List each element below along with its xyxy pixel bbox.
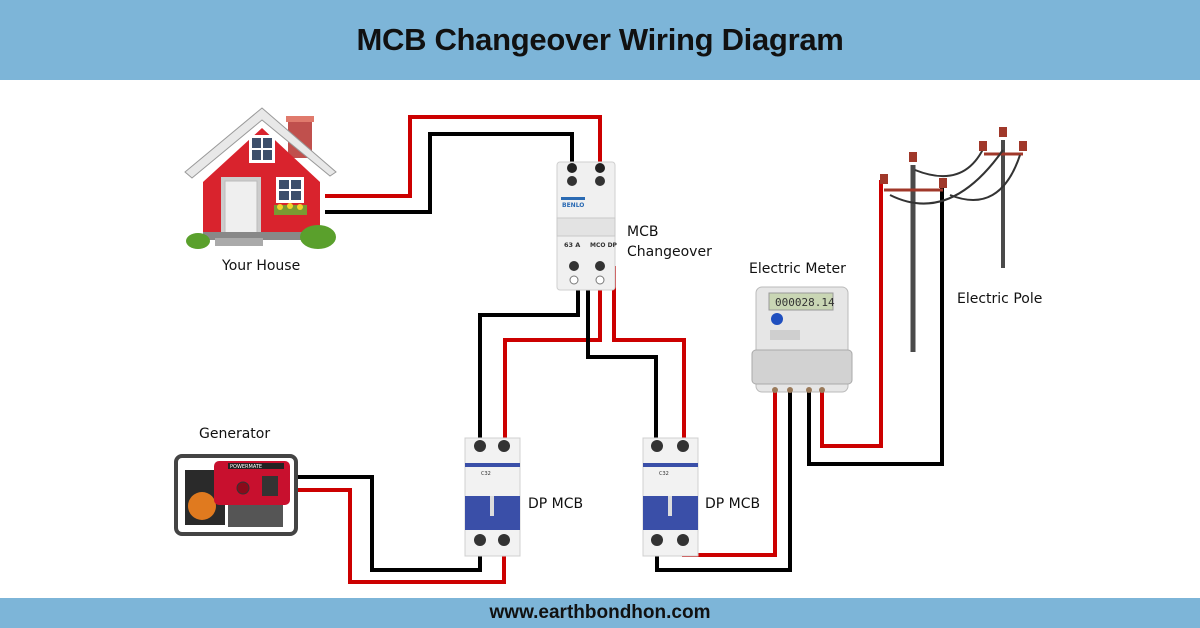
wire-changeover-left-live xyxy=(503,266,602,445)
pole-label: Electric Pole xyxy=(957,291,1042,307)
wire-meter-pole-neutral xyxy=(807,185,944,466)
wire-meter-pole-live xyxy=(820,180,883,448)
wire-generator-neutral xyxy=(296,475,482,572)
wire-changeover-left-neutral xyxy=(478,264,580,445)
electric-meter-device: 000028.14 xyxy=(751,286,853,393)
meter-reading: 000028.14 xyxy=(775,296,835,309)
house-label: Your House xyxy=(221,258,300,274)
mcb-right-rating: C32 xyxy=(659,471,669,477)
wire-generator-live xyxy=(296,488,506,584)
wire-mcb-meter-neutral xyxy=(655,380,792,572)
house-illustration xyxy=(184,107,337,249)
title-banner: MCB Changeover Wiring Diagram xyxy=(0,0,1200,80)
changeover-rating: 63 A xyxy=(564,241,580,249)
changeover-model: MCO DP xyxy=(590,242,618,249)
changeover-brand: BENLO xyxy=(562,202,584,209)
footer-banner: www.earthbondhon.com xyxy=(0,598,1200,628)
page-title: MCB Changeover Wiring Diagram xyxy=(356,22,844,57)
wire-changeover-right-live xyxy=(612,266,686,445)
website-link[interactable]: www.earthbondhon.com xyxy=(489,602,711,623)
mcb-right-label: DP MCB xyxy=(705,496,760,512)
generator-device: POWERMATE xyxy=(174,454,298,536)
dp-mcb-right-device: C32 xyxy=(642,437,699,557)
dp-mcb-left-device: C32 xyxy=(464,437,521,557)
changeover-label-line1: MCB xyxy=(627,224,658,240)
wire-house-neutral xyxy=(325,132,574,214)
electric-pole-illustration xyxy=(880,127,1027,352)
wire-house-live xyxy=(325,115,602,198)
meter-label: Electric Meter xyxy=(749,261,846,277)
wire-changeover-right-neutral xyxy=(586,266,658,445)
wires xyxy=(296,115,944,584)
mcb-changeover-device: BENLO 63 A MCO DP xyxy=(556,161,618,291)
changeover-label-line2: Changeover xyxy=(627,244,712,260)
mcb-left-label: DP MCB xyxy=(528,496,583,512)
generator-brand: POWERMATE xyxy=(230,464,262,470)
mcb-left-rating: C32 xyxy=(481,471,491,477)
generator-label: Generator xyxy=(199,426,270,442)
